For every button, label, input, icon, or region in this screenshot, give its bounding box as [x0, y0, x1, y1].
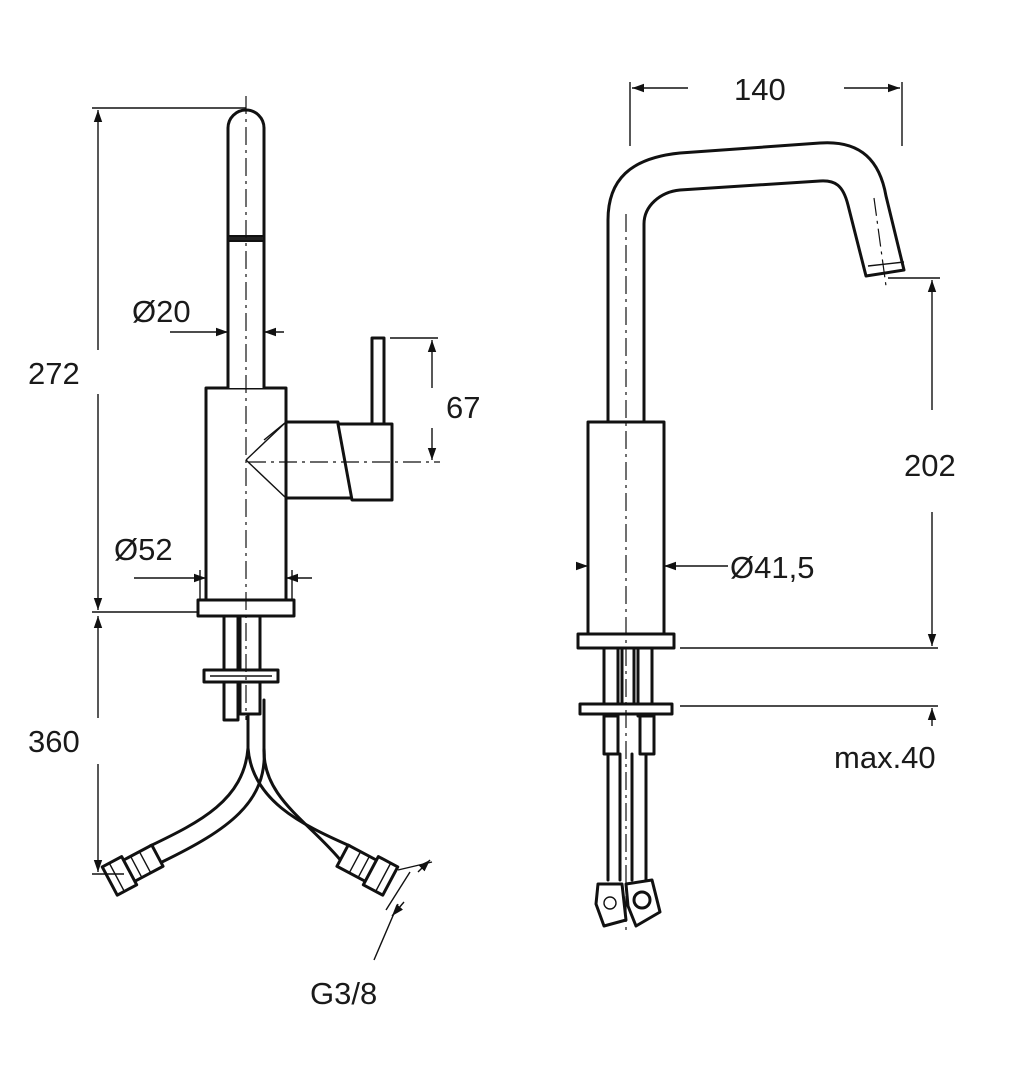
- label-body-diameter: Ø52: [114, 532, 173, 567]
- dimension-labels: 272 Ø20 67 Ø52 360 G3/8 140 202 Ø41,5 ma…: [28, 72, 956, 1011]
- front-view: [100, 96, 440, 897]
- label-spout-height: 202: [904, 448, 956, 483]
- label-max-deck: max.40: [834, 740, 936, 775]
- label-height-total: 272: [28, 356, 80, 391]
- label-connection: G3/8: [310, 976, 377, 1011]
- side-spout: [606, 141, 906, 424]
- label-side-body-diameter: Ø41,5: [730, 550, 814, 585]
- label-lever-height: 67: [446, 390, 480, 425]
- label-spout-reach: 140: [734, 72, 786, 107]
- side-view: [576, 141, 906, 930]
- front-hoses: [100, 698, 400, 897]
- front-mounting: [202, 612, 280, 722]
- spout-outlet-centerline: [873, 197, 887, 287]
- label-spout-diameter: Ø20: [132, 294, 191, 329]
- side-hoses: [594, 712, 662, 928]
- dimension-lines: [92, 82, 940, 961]
- label-hose-length: 360: [28, 724, 80, 759]
